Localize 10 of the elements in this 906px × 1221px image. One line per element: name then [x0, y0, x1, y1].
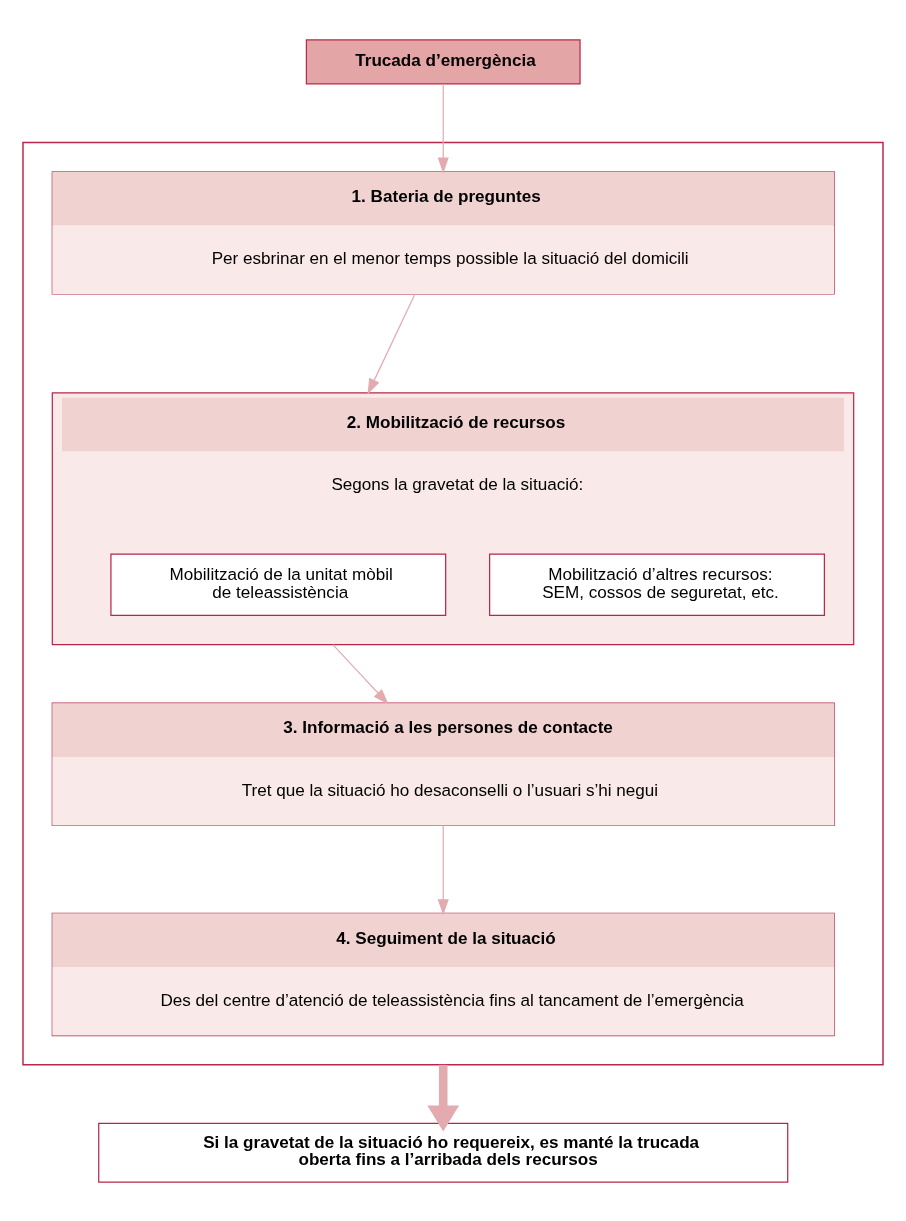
node-box: Trucada d’emergència [305, 38, 581, 84]
node-box: Si la gravetat de la situació ho requereix, es manté la trucada oberta fins a l’arribada dels recursos [98, 1122, 789, 1183]
arrow [367, 293, 416, 395]
arrow [332, 643, 389, 705]
arrow [427, 1064, 460, 1131]
node-box: Mobilització d’altres recursos: SEM, cossos de seguretat, etc. [489, 553, 825, 616]
node-box: Mobilització de la unitat mòbil de teleassistència [110, 553, 447, 616]
cluster [22, 141, 884, 1066]
arrow [437, 824, 449, 915]
arrow [437, 83, 449, 173]
